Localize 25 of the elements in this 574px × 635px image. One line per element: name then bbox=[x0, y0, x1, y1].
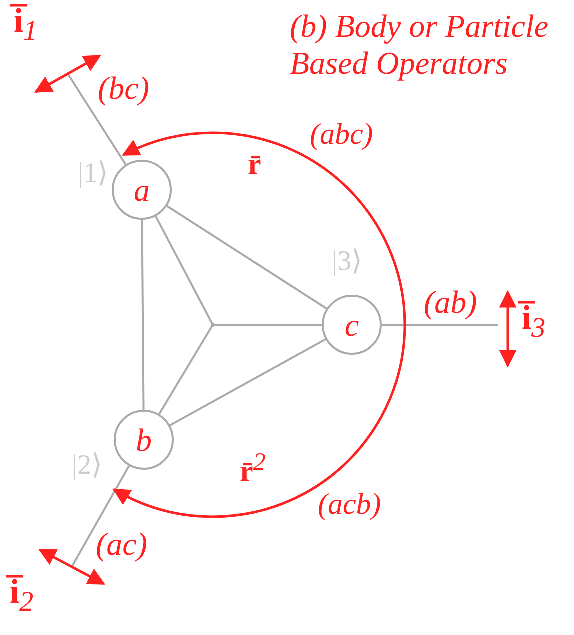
node-letter: a bbox=[134, 174, 150, 206]
state-circle bbox=[114, 410, 174, 470]
connector-line bbox=[382, 324, 498, 326]
node-letter: b bbox=[136, 424, 152, 456]
edge-label: (ab) bbox=[424, 286, 478, 318]
connector-line bbox=[158, 324, 214, 415]
node-letter: c bbox=[344, 309, 360, 341]
junction-point bbox=[211, 323, 215, 327]
connector-line bbox=[67, 73, 127, 166]
operator-label: (abc) bbox=[310, 120, 374, 150]
state-circle bbox=[112, 160, 172, 220]
connector-line bbox=[170, 338, 326, 426]
rotation-arc-arrow bbox=[112, 132, 406, 518]
operator-label: (acb) bbox=[318, 490, 382, 520]
operator-label: r̄ bbox=[248, 150, 262, 180]
connector-line bbox=[166, 205, 328, 310]
connector-line bbox=[141, 220, 145, 410]
connector-line bbox=[155, 216, 214, 326]
edge-label: (ac) bbox=[96, 528, 148, 560]
connector-line bbox=[213, 324, 322, 326]
edge-label: (bc) bbox=[98, 72, 150, 104]
connector-line bbox=[71, 466, 130, 568]
state-circle bbox=[322, 295, 382, 355]
operator-label: r̄$^{2}$ bbox=[240, 450, 266, 487]
diagram-title: (b) Body or Particle Based Operators bbox=[290, 8, 550, 82]
